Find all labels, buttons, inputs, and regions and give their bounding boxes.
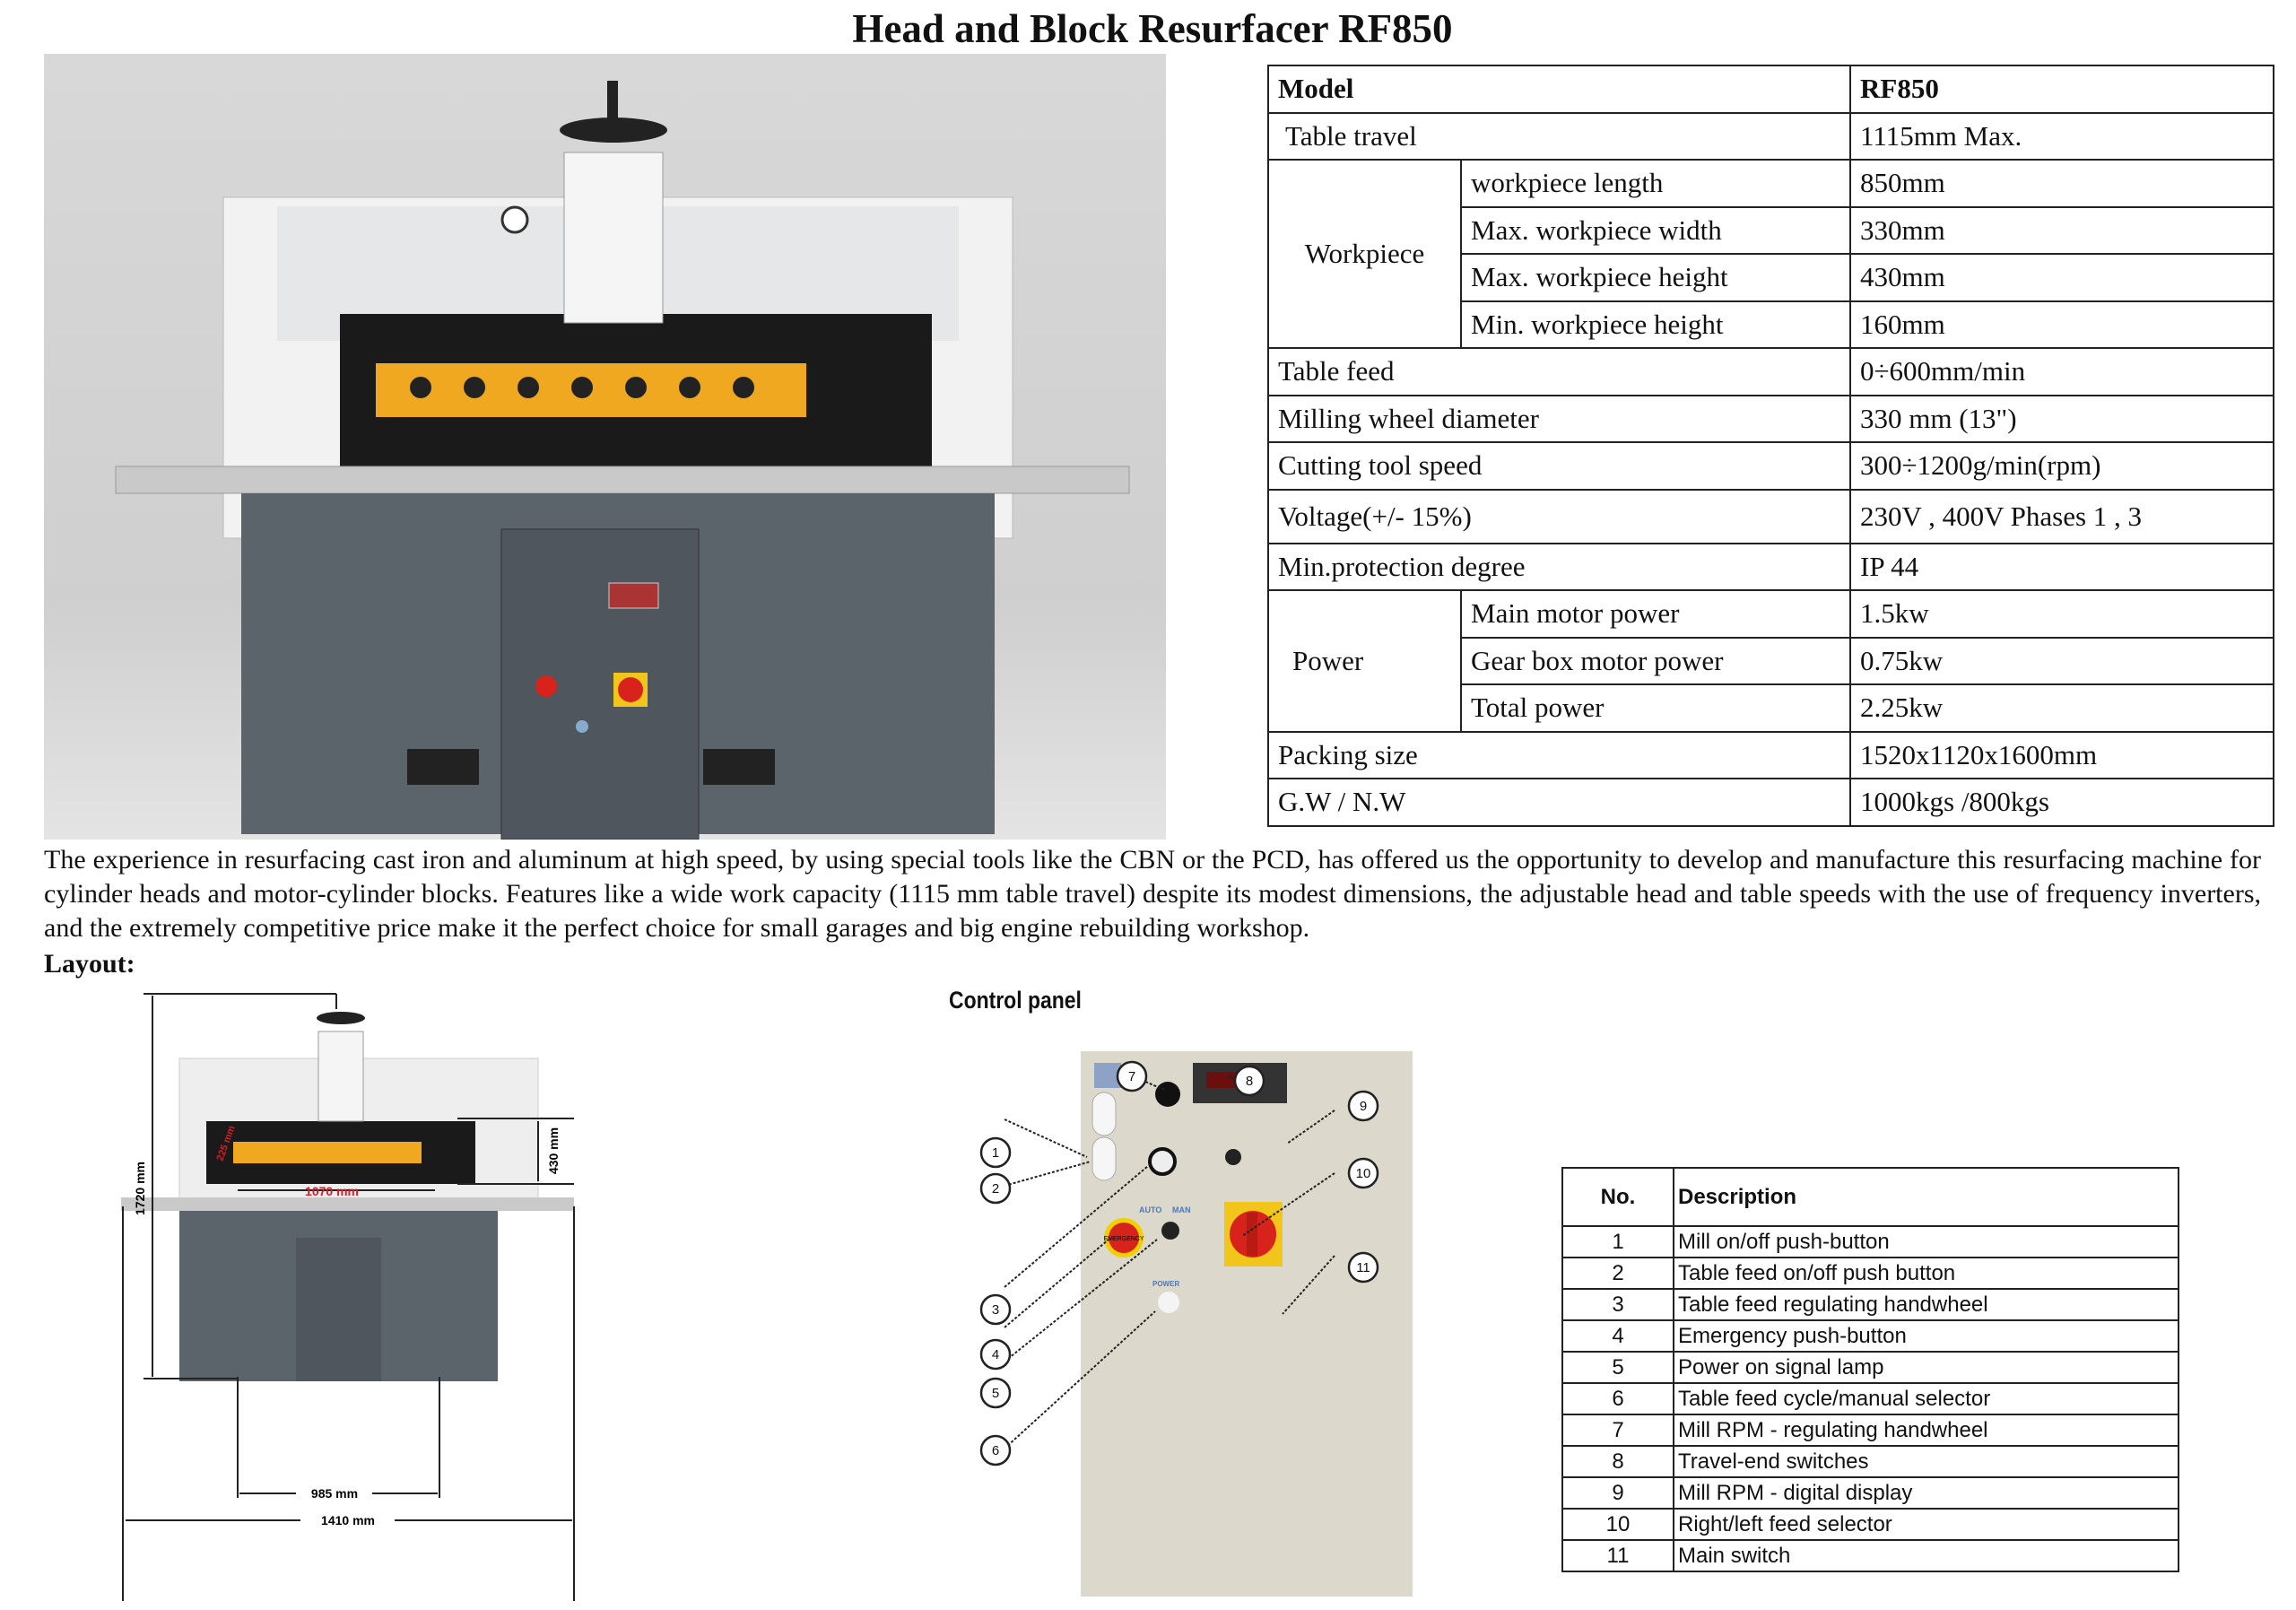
item-description: Mill RPM - regulating handwheel [1673,1414,2179,1447]
item-number: 1 [1561,1225,1674,1258]
work-height-dimension: 430 mm [546,1127,561,1174]
item-number: 2 [1561,1257,1674,1290]
callout-8: 8 [1246,1074,1253,1089]
base-width-dimension: 985 mm [311,1486,358,1501]
control-panel-diagram: EMERGENCY AUTO MAN POWER 1 2 3 4 5 6 7 8… [933,978,1525,1606]
control-panel-label: Control panel [949,987,1082,1014]
table-row: Voltage(+/- 15%)230V , 400V Phases 1 , 3 [1267,488,2274,544]
page-title: Head and Block Resurfacer RF850 [852,6,1453,51]
height-dimension: 1720 mm [133,1162,147,1215]
item-number: 8 [1561,1445,1674,1478]
item-description: Table feed regulating handwheel [1673,1288,2179,1321]
description-section: The experience in resurfacing cast iron … [44,843,2261,981]
item-description: Mill RPM - digital display [1673,1476,2179,1510]
item-description: Table feed on/off push button [1673,1257,2179,1290]
callout-6: 6 [992,1443,999,1458]
item-description: Mill on/off push-button [1673,1225,2179,1258]
callout-7: 7 [1128,1069,1135,1084]
item-number: 7 [1561,1414,1674,1447]
power-label: POWER [1152,1280,1179,1288]
total-width-dimension: 1410 mm [321,1513,375,1527]
item-number: 11 [1561,1539,1674,1572]
description-paragraph: The experience in resurfacing cast iron … [44,845,2261,943]
callout-10: 10 [1356,1166,1371,1181]
callout-5: 5 [992,1386,999,1401]
table-header: No.Description [1561,1167,2179,1227]
item-description: Travel-end switches [1673,1445,2179,1478]
callout-2: 2 [992,1181,999,1197]
item-description: Right/left feed selector [1673,1508,2179,1541]
item-description: Table feed cycle/manual selector [1673,1382,2179,1415]
auto-label: AUTO [1139,1205,1161,1214]
table-length-dimension: 1070 mm [305,1184,359,1198]
item-description: Main switch [1673,1539,2179,1572]
emergency-label: EMERGENCY [1103,1236,1144,1242]
layout-dimension-diagram: 1720 mm 430 mm 1070 mm 225 mm 985 mm 141… [117,982,816,1601]
man-label: MAN [1172,1205,1191,1214]
callout-3: 3 [992,1302,999,1318]
item-number: 4 [1561,1319,1674,1353]
item-number: 6 [1561,1382,1674,1415]
layout-heading: Layout: [44,949,135,979]
item-number: 10 [1561,1508,1674,1541]
item-number: 9 [1561,1476,1674,1510]
item-description: Power on signal lamp [1673,1351,2179,1384]
callout-4: 4 [992,1347,999,1362]
item-description: Emergency push-button [1673,1319,2179,1353]
callout-1: 1 [992,1145,999,1161]
callout-11: 11 [1356,1260,1370,1275]
item-number: 3 [1561,1288,1674,1321]
machine-photo [44,54,1166,840]
callout-9: 9 [1360,1099,1367,1114]
item-number: 5 [1561,1351,1674,1384]
